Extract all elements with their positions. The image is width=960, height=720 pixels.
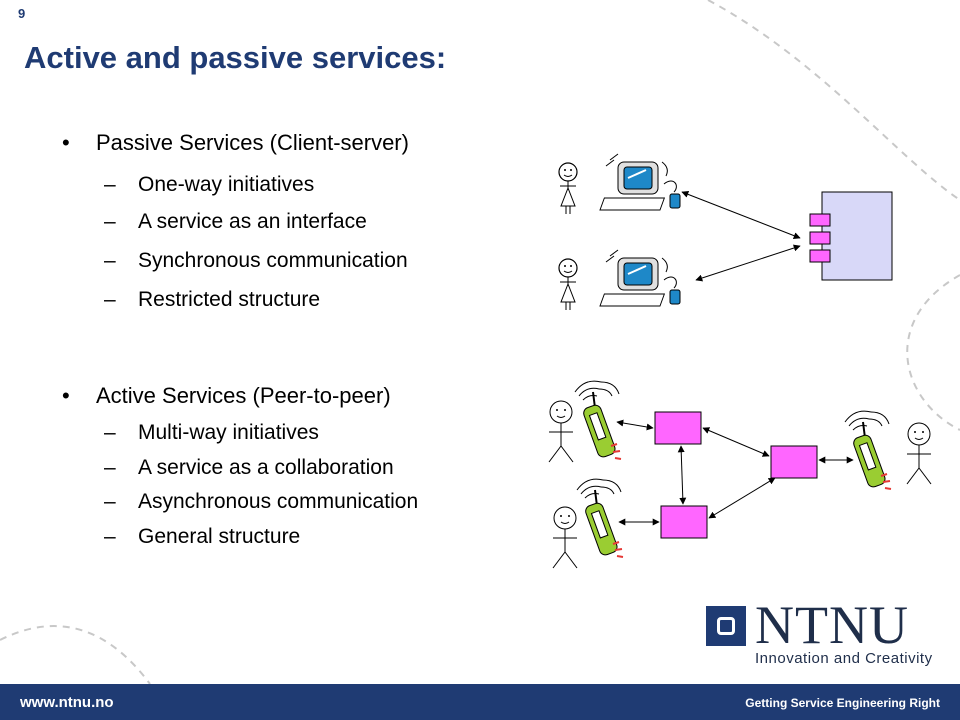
connection-arrow <box>616 419 654 431</box>
dash-marker: – <box>104 249 116 272</box>
bullet-marker: • <box>62 383 70 408</box>
connection-arrow <box>677 445 687 505</box>
user-icon <box>558 258 578 311</box>
ntnu-logo-mark <box>706 606 746 646</box>
dash-marker: – <box>104 490 116 513</box>
sub-bullet-text: A service as a collaboration <box>138 456 394 479</box>
service-component <box>660 505 708 539</box>
sub-bullet-text: Multi-way initiatives <box>138 421 319 444</box>
mobile-phone-icon <box>576 478 624 558</box>
ntnu-logo-text: NTNU <box>755 595 909 655</box>
user-icon <box>552 506 578 569</box>
dash-marker: – <box>104 288 116 311</box>
connection-arrow <box>695 244 801 282</box>
footer-url-link[interactable]: www.ntnu.no <box>20 694 114 711</box>
dash-marker: – <box>104 525 116 548</box>
dash-marker: – <box>104 456 116 479</box>
interface-port <box>809 249 831 263</box>
peer-to-peer-diagram <box>548 380 932 569</box>
dash-marker: – <box>104 173 116 196</box>
service-component <box>770 445 818 479</box>
computer-icon <box>598 249 681 307</box>
footer-bar: www.ntnu.no Getting Service Engineering … <box>0 684 960 720</box>
bullet-text: Passive Services (Client-server) <box>96 130 409 155</box>
user-icon <box>906 422 932 485</box>
footer-tagline: Getting Service Engineering Right <box>745 696 940 710</box>
slide-title: Active and passive services: <box>24 40 447 75</box>
server-box <box>821 191 893 281</box>
computer-icon <box>598 153 681 211</box>
sub-bullet-text: One-way initiatives <box>138 173 315 196</box>
interface-port <box>809 231 831 245</box>
sub-bullet-text: Restricted structure <box>138 288 321 311</box>
sub-bullet-text: Synchronous communication <box>138 249 408 272</box>
ntnu-tagline: Innovation and Creativity <box>755 650 933 667</box>
sub-bullet-text: General structure <box>138 525 301 548</box>
connection-arrow <box>681 191 801 239</box>
user-icon <box>558 162 578 215</box>
mobile-phone-icon <box>574 380 622 460</box>
bullet-marker: • <box>62 130 70 155</box>
service-component <box>654 411 702 445</box>
bullet-text: Active Services (Peer-to-peer) <box>96 383 391 408</box>
dash-marker: – <box>104 421 116 444</box>
slide-number: 9 <box>18 6 26 21</box>
interface-port <box>809 213 831 227</box>
sub-bullet-text: Asynchronous communication <box>138 490 419 513</box>
connection-arrow <box>708 477 776 519</box>
user-icon <box>548 400 574 463</box>
mobile-phone-icon <box>844 410 892 490</box>
logo-square-icon <box>717 617 735 635</box>
bullet-list: • Passive Services (Client-server) – One… <box>0 0 520 600</box>
dash-marker: – <box>104 210 116 233</box>
sub-bullet-text: A service as an interface <box>138 210 367 233</box>
client-server-diagram <box>558 153 893 311</box>
connection-arrow <box>702 427 770 457</box>
